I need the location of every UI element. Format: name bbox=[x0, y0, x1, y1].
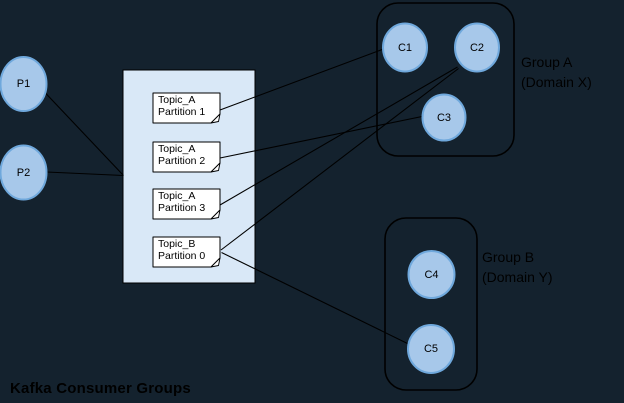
consumer-c3-node bbox=[421, 93, 467, 142]
group-b-name: Group B bbox=[482, 249, 535, 265]
edge-Topic_B-Partition-0-to-C2 bbox=[220, 68, 459, 251]
group-b-domain: (Domain Y) bbox=[482, 268, 553, 285]
partition-label-topic-a-1: Topic_A Partition 1 bbox=[158, 94, 206, 118]
edge-Topic_B-Partition-0-to-C5 bbox=[221, 252, 410, 345]
partition-label-topic-a-3: Topic_A Partition 3 bbox=[158, 190, 206, 214]
edge-P2-to-topics-box bbox=[46, 171, 124, 177]
partition-name: Partition 0 bbox=[158, 249, 206, 262]
consumer-c2-node bbox=[454, 22, 500, 73]
diagram-title: Kafka Consumer Groups bbox=[10, 380, 191, 397]
producer-p2-label: P2 bbox=[16, 166, 31, 179]
consumer-c3-label: C3 bbox=[436, 111, 452, 124]
partition-name: Partition 3 bbox=[158, 201, 206, 214]
partition-name: Partition 1 bbox=[158, 105, 206, 118]
partition-name: Partition 2 bbox=[158, 154, 206, 167]
edge-P1-to-topics-box bbox=[43, 91, 124, 176]
folded-corner-icon bbox=[210, 113, 221, 124]
consumer-c2-label: C2 bbox=[469, 41, 485, 54]
group-a-name: Group A bbox=[521, 54, 573, 70]
consumer-c5-label: C5 bbox=[423, 343, 439, 355]
consumer-c1-label: C1 bbox=[397, 41, 413, 54]
group-a-boundary bbox=[376, 2, 515, 157]
folded-corner-icon bbox=[210, 162, 221, 173]
edges-group bbox=[43, 48, 459, 345]
producer-p2-node bbox=[0, 144, 48, 201]
folded-corner-icon bbox=[210, 209, 221, 220]
partition-label-topic-b-0: Topic_B Partition 0 bbox=[158, 238, 206, 262]
consumer-c4-label: C4 bbox=[424, 268, 439, 281]
group-b-boundary bbox=[384, 217, 478, 391]
consumer-c1-node bbox=[382, 22, 428, 73]
topic-name: Topic_A bbox=[158, 94, 196, 106]
group-a-label: Group A (Domain X) bbox=[521, 53, 592, 92]
producer-p1-node bbox=[0, 56, 48, 112]
edge-Topic_A-Partition-1-to-C1 bbox=[219, 48, 384, 111]
partition-label-topic-a-2: Topic_A Partition 2 bbox=[158, 143, 206, 167]
group-b-label: Group B (Domain Y) bbox=[482, 248, 553, 287]
topic-name: Topic_A bbox=[158, 190, 196, 202]
edge-Topic_A-Partition-2-to-C3 bbox=[219, 115, 423, 159]
group-a-domain: (Domain X) bbox=[521, 73, 592, 90]
producer-p1-label: P1 bbox=[16, 78, 31, 90]
folded-corner-icon bbox=[210, 257, 221, 268]
topic-name: Topic_A bbox=[158, 143, 196, 155]
consumer-c4-node bbox=[407, 250, 456, 299]
topic-name: Topic_B bbox=[158, 238, 196, 250]
consumer-c5-node bbox=[407, 324, 455, 374]
edge-Topic_A-Partition-3-to-C2 bbox=[219, 66, 458, 206]
